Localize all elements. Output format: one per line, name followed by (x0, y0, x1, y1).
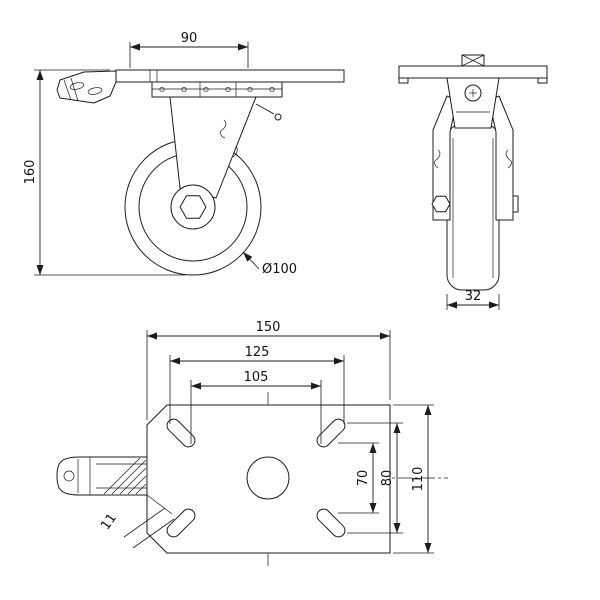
bolt-slot-top-left (166, 418, 196, 448)
bearing-ball (203, 86, 209, 93)
dim-text-plate-length: 150 (256, 320, 281, 335)
dim-text-hole-span-vertical-outer: 80 (380, 470, 395, 487)
dim-text-wheel-diameter: Ø100 (262, 262, 297, 277)
hatch-line (111, 459, 147, 495)
extension-line (123, 507, 166, 538)
hatch-line (135, 483, 147, 495)
dimension-hole-span-vertical-inner: 70 (338, 442, 379, 514)
grease-fitting (255, 103, 275, 115)
mounting-plate (146, 404, 391, 554)
dimension-top-offset: 90 (129, 31, 249, 68)
dimension-hole-span-inner: 105 (190, 370, 322, 444)
dim-text-overall-height: 160 (23, 160, 38, 185)
dimension-overall-height: 160 (23, 69, 185, 276)
kingpin-hole (246, 456, 290, 500)
hatch-line (63, 79, 72, 101)
side-view: 90 160 Ø100 (23, 31, 345, 277)
axle-hex-nut (179, 195, 207, 219)
dimension-wheel-diameter: Ø100 (242, 251, 297, 277)
bolt-slot-top-right (316, 418, 346, 448)
plate-end-tab (398, 77, 409, 84)
lever-pin (63, 470, 75, 482)
dimension-wheel-width: 32 (446, 289, 500, 310)
hatch-line (103, 457, 141, 495)
hatch-line (70, 77, 79, 102)
bearing-ball (181, 86, 187, 93)
dimension-plate-length: 150 (146, 320, 391, 420)
dimension-hole-span-outer: 125 (169, 345, 345, 424)
top-plate-front (398, 65, 548, 79)
bearing-ball (225, 86, 231, 93)
axle-washer (512, 195, 519, 213)
dim-text-slot-width: 11 (98, 511, 120, 533)
kingpin-bolt (464, 84, 482, 102)
bearing-ball (247, 86, 253, 93)
dim-text-plate-width: 110 (411, 467, 426, 492)
wheel-front (446, 123, 500, 291)
extension-line (132, 518, 175, 549)
leader-line (242, 251, 260, 270)
swivel-raceway (151, 81, 283, 98)
dim-text-hole-span-inner: 105 (244, 370, 269, 385)
bracket-slot (69, 82, 85, 90)
bolt-slot-bottom-left (166, 508, 196, 538)
bracket-slot (87, 87, 103, 95)
leg-marking (505, 149, 512, 169)
grease-fitting-head (274, 113, 282, 121)
lever-leader-line (146, 494, 173, 515)
brake-pedal-bracket (56, 70, 117, 104)
dim-text-hole-span-vertical-inner: 70 (356, 470, 371, 487)
bearing-ball (269, 86, 275, 93)
dim-text-hole-span-outer: 125 (245, 345, 270, 360)
swivel-fork (169, 96, 257, 199)
kingpin-head-cross (461, 54, 485, 67)
dimension-plate-width: 110 (393, 404, 434, 554)
hatch-line (127, 475, 147, 495)
bolt-slot-bottom-right (316, 508, 346, 538)
brake-lever (56, 456, 148, 496)
dim-text-wheel-width: 32 (465, 289, 482, 304)
leg-marking (434, 149, 441, 169)
dim-text-top-offset: 90 (181, 31, 198, 46)
hatch-line (119, 467, 147, 495)
front-view: 32 (398, 54, 548, 310)
wheel-hub (170, 184, 216, 230)
fork-marking (220, 119, 227, 139)
dimension-hole-span-vertical-outer: 80 (347, 422, 403, 534)
fork-marking (232, 145, 238, 158)
plan-view: 11 150 125 105 70 (56, 320, 448, 566)
bearing-ball (159, 86, 165, 93)
axle-nut-front (431, 195, 451, 213)
plate-end-tab (537, 77, 548, 84)
